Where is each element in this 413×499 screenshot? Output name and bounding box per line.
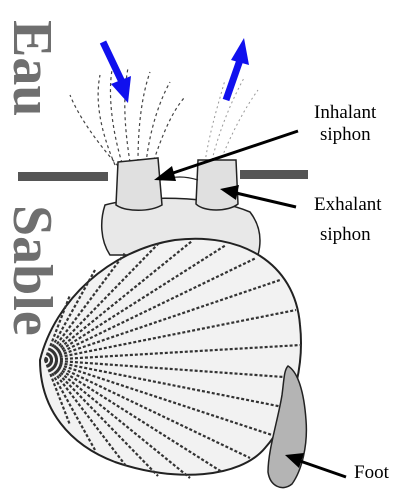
exhalant-label-line1: Exhalant: [314, 194, 382, 215]
foot-label: Foot: [354, 462, 390, 483]
exhalant-siphon: [196, 160, 238, 210]
shell: [40, 239, 301, 475]
water-label: Eau: [1, 20, 63, 117]
exhalant-label-line2: siphon: [320, 224, 371, 245]
inhalant-label-line1: Inhalant: [314, 102, 377, 123]
inhalant-label-line2: siphon: [320, 124, 371, 145]
sand-label: Sable: [1, 205, 63, 336]
inhalant-siphon: [116, 158, 162, 210]
up-arrow-icon: [226, 38, 249, 100]
down-arrow-icon: [103, 42, 131, 103]
scallop: [40, 158, 301, 478]
